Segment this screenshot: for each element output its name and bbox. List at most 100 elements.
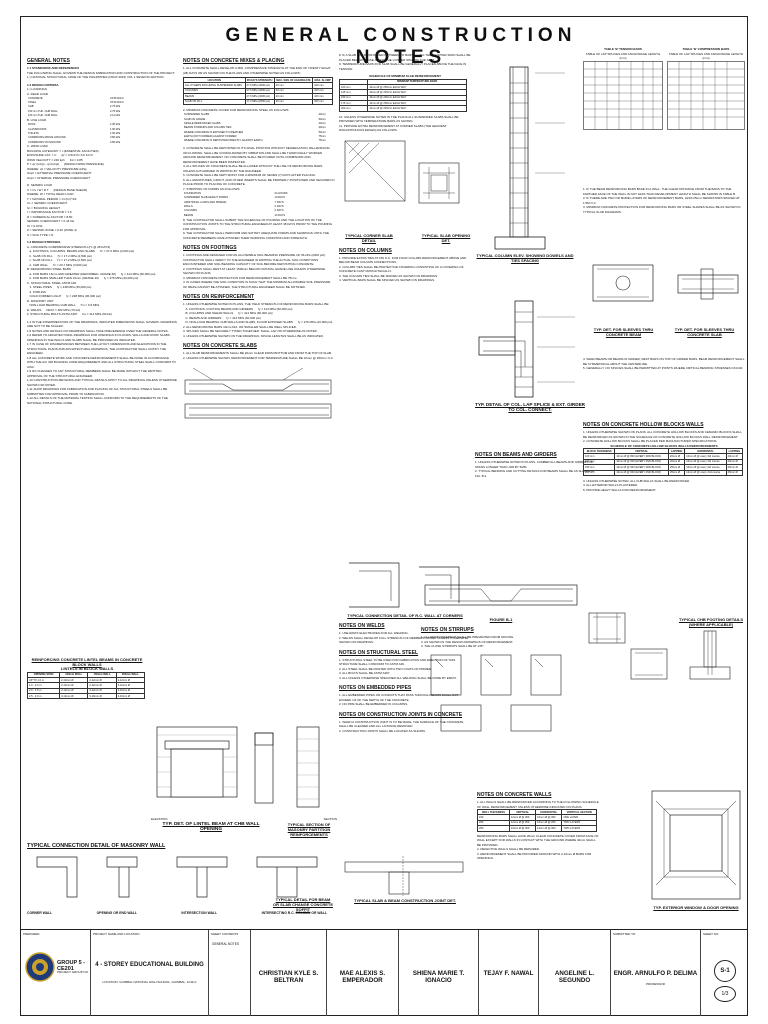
chb-footing-caption: TYPICAL CHB FOOTING DETAILS (WHERE APPLI… — [678, 617, 744, 627]
wall-label-corner: CORNER WALL — [27, 911, 53, 915]
column-notes-heading: NOTES ON COLUMNS — [339, 247, 392, 254]
school-seal-icon — [25, 952, 55, 982]
title-block: PREPARED: GROUP 5 - CE201 PROJECT GROUP … — [21, 929, 747, 1016]
slab-joint-block: TYPICAL SLAB & BEAM CONSTRUCTION JOINT D… — [339, 852, 471, 927]
member-5: ANGELINE L. SEGUNDO — [554, 970, 595, 984]
project-location: LOCATION: GUIMBAL NATIONAL HIGH SCHOOL, … — [102, 980, 197, 984]
compression-table-block: TABLE 'B' COMPRESSION BARS TABLE OF LAP … — [667, 47, 745, 167]
tension-table-subtitle: TABLE OF LAP SPLICES AND ANCHORAGE LENGT… — [585, 51, 661, 61]
slab-notes-text: 1. ALL SLAB REINFORCEMENTS SHALL BE 20mm… — [183, 351, 334, 360]
right-notes-text2: 4. WHEN BEAMS OR BEAMS IN GIRDER, REST B… — [583, 357, 745, 370]
hollow-table-title: SCHEDULE OF CONCRETE HOLLOW BLOCKS WALLS… — [610, 443, 718, 448]
embed-heading: NOTES ON EMBEDDED PIPES — [339, 685, 412, 691]
sleeve-diagrams — [592, 264, 739, 302]
hollow-text2: 3. UNLESS OTHERWISE NOTED, ALL CHB WALLS… — [583, 478, 690, 492]
live-load-heading: B. LIVE LOAD — [27, 117, 47, 122]
standards-text: THE FOLLOWING SHALL GOVERN THE DESIGN FA… — [27, 70, 175, 80]
beam-girder-notes: 4. WHEN BEAMS OR BEAMS IN GIRDER, REST B… — [583, 357, 745, 417]
slab-joint-caption: TYPICAL SLAB & BEAM CONSTRUCTION JOINT D… — [354, 898, 456, 903]
footing-notes-heading: NOTES ON FOOTINGS — [183, 245, 237, 252]
slab-joint-diagram — [344, 856, 464, 896]
exterior-window-block: TYP. EXTERIOR WINDOW & DOOR OPENING — [646, 787, 746, 927]
general-notes-column: GENERAL NOTES 1.1 STANDARDS AND REFERENC… — [27, 53, 177, 613]
beam-notes-block: NOTES ON BEAMS AND GIRDERS 1. UNLESS OTH… — [475, 447, 595, 587]
sheet-of: 1/3 — [714, 986, 736, 1002]
sheet-no-cell: SHEET NO. S-1 1/3 — [701, 930, 747, 1016]
embed-text: 1. ALL EMBEDDED PIPES OR CONDUITS THAT P… — [339, 693, 459, 706]
concrete-walls-text: 1. ALL WALLS SHALL BE REINFORCED ACCORDI… — [477, 800, 599, 809]
exterior-window-caption: TYP. EXTERIOR WINDOW & DOOR OPENING — [653, 905, 739, 910]
tension-table-title: TABLE 'B' TENSION BARS — [604, 47, 642, 51]
wind-load-text: BUILDING CATEGORY = I (ESSENTIAL FACILIT… — [27, 148, 104, 180]
member-3: SHIENA MARIE T. IGNACIO — [412, 970, 465, 984]
col-splice-caption: TYP. DETAIL OF COL. LAP SPLICE & EXT. GI… — [475, 402, 585, 412]
weld-text: 1. USE E60XX ELECTRODES FOR ALL WELDING.… — [339, 631, 469, 644]
tension-table-block: TABLE 'B' TENSION BARS TABLE OF LAP SPLI… — [583, 47, 663, 167]
sheet-contents-label: SHEET CONTENTS — [211, 932, 239, 936]
dowels-caption: TYPICAL COLUMN ELEV. SHOWING DOWELS AND … — [476, 253, 574, 263]
rc-wall-caption: TYPICAL CONNECTION DETAIL OF R.C. WALL A… — [347, 613, 463, 618]
beam-notes-text: 1. UNLESS OTHERWISE NOTED IN PLANS, CAMB… — [475, 460, 594, 478]
column-dowels-diagram — [494, 66, 565, 250]
submitted-label: SUBMITTED TO: — [613, 932, 637, 936]
sleeve-beam-caption: TYP. DET. FOR SLEEVES THRU CONCRETE BEAM — [593, 327, 654, 337]
seismic-heading: D. SEISMIC LOAD — [27, 183, 53, 188]
seismic-text: V = Cv I W / R T [DESIGN BASE SHEAR] WHE… — [27, 187, 87, 237]
criteria-heading: 1.2 DESIGN CRITERIA — [27, 82, 59, 87]
slab-bar-notes: 8. IF A SLAB HAS REINFORCED BETWEEN TO B… — [339, 53, 471, 71]
drawing-sheet: GENERAL CONSTRUCTION NOTES GENERAL NOTES… — [20, 16, 748, 1016]
professor-role: PROFESSOR — [646, 982, 665, 986]
joint-heading: NOTES ON CONSTRUCTION JOINTS IN CONCRETE — [339, 711, 463, 718]
slab-notes-heading: NOTES ON CONCRETE SLABS — [183, 343, 257, 350]
tension-table-grid — [583, 60, 663, 130]
col-lap-splice-drawing: TYP. DETAIL OF COL. LAP SPLICE & EXT. GI… — [475, 297, 585, 447]
beam-slab-change-block: TYPICAL DETAIL FOR BEAM OR SLAB CHANGE C… — [273, 897, 333, 927]
member-cell-2: MAE ALEXIS S. EMPERADOR — [327, 930, 399, 1016]
concrete-walls-notes: NOTES ON CONCRETE WALLS 1. ALL WALLS SHA… — [477, 787, 599, 927]
figure-b1-block: FIGURE B-1 NOTES ON STIRRUPS 1. ALL REIN… — [421, 577, 581, 777]
stirrups-heading: NOTES ON STIRRUPS — [421, 627, 474, 633]
beam-slab-caption: TYPICAL DETAIL FOR BEAM OR SLAB CHANGE C… — [273, 897, 333, 912]
submitted-cell: SUBMITTED TO: ENGR. ARNULFO P. DELIMA PR… — [611, 930, 701, 1016]
masonry-wall-block: TYPICAL CONNECTION DETAIL OF MASONRY WAL… — [27, 843, 327, 929]
elevation-label: ELEVATION — [151, 817, 168, 821]
masonry-wall-caption: TYPICAL CONNECTION DETAIL OF MASONRY WAL… — [27, 843, 166, 849]
wall-label-opening: OPENING OR END WALL — [96, 911, 137, 915]
standards-heading: 1.1 STANDARDS AND REFERENCES — [27, 66, 80, 70]
lintel-beam-diagram — [156, 726, 320, 808]
sleeve-details: TYP. DET. FOR SLEEVES THRU CONCRETE BEAM… — [583, 255, 745, 355]
hollow-block-notes: NOTES ON CONCRETE HOLLOW BLOCKS WALLS 1.… — [583, 417, 745, 607]
window-detail-top — [583, 609, 673, 699]
compression-table-title: TABLE 'B' COMPRESSION BARS — [682, 47, 730, 51]
col-splice-diagram — [478, 300, 575, 398]
general-notes-list: 1.4 IN THE INTERPRETATION OF THE DRAWING… — [27, 319, 177, 405]
sheet-number: S-1 — [714, 960, 736, 982]
stirrups-text: 1. ALL REINFORCEMENT SHALL BE PREVENTED … — [421, 635, 515, 648]
prepared-label: PREPARED: — [23, 932, 41, 936]
weld-heading: NOTES ON WELDS — [339, 623, 385, 629]
beam-bar-notes: 1. IF THE BEAM REINFORCING BARS BASE IN … — [583, 187, 745, 257]
hollow-text: 1. UNLESS OTHERWISE SHOWN ON PLANS, ALL … — [583, 430, 742, 443]
compression-table-grid — [667, 60, 745, 130]
hollow-heading: NOTES ON CONCRETE HOLLOW BLOCKS WALLS — [583, 422, 704, 428]
project-name: 4 - STOREY EDUCATIONAL BUILDING — [95, 962, 204, 968]
lintel-table-title: LINTELS IN BLOCK WALLS — [60, 666, 114, 671]
project-label: PROJECT NAME AND LOCATION — [93, 932, 140, 936]
column-notes-text: 1. PROVIDE EXTRA TIES AT 150 O.C. FOR FO… — [339, 255, 467, 283]
sheet-contents-value: GENERAL NOTES — [212, 942, 239, 946]
slab-opening-caption: TYPICAL SLAB OPENING DET. — [421, 232, 471, 243]
steel-heading: NOTES ON STRUCTURAL STEEL — [339, 649, 419, 656]
member-cell-1: CHRISTIAN KYLE S. BELTRAN — [251, 930, 327, 1016]
member-4: TEJAY F. NAWAL — [483, 970, 534, 977]
slab-reinforcement-diagram — [184, 367, 332, 419]
sheet-no-label: SHEET NO. — [703, 932, 720, 936]
exterior-window-diagram — [651, 790, 741, 900]
corner-slab-caption: TYPICAL CORNER SLAB DETAIL — [345, 232, 393, 243]
general-notes-heading: GENERAL NOTES — [27, 58, 70, 64]
